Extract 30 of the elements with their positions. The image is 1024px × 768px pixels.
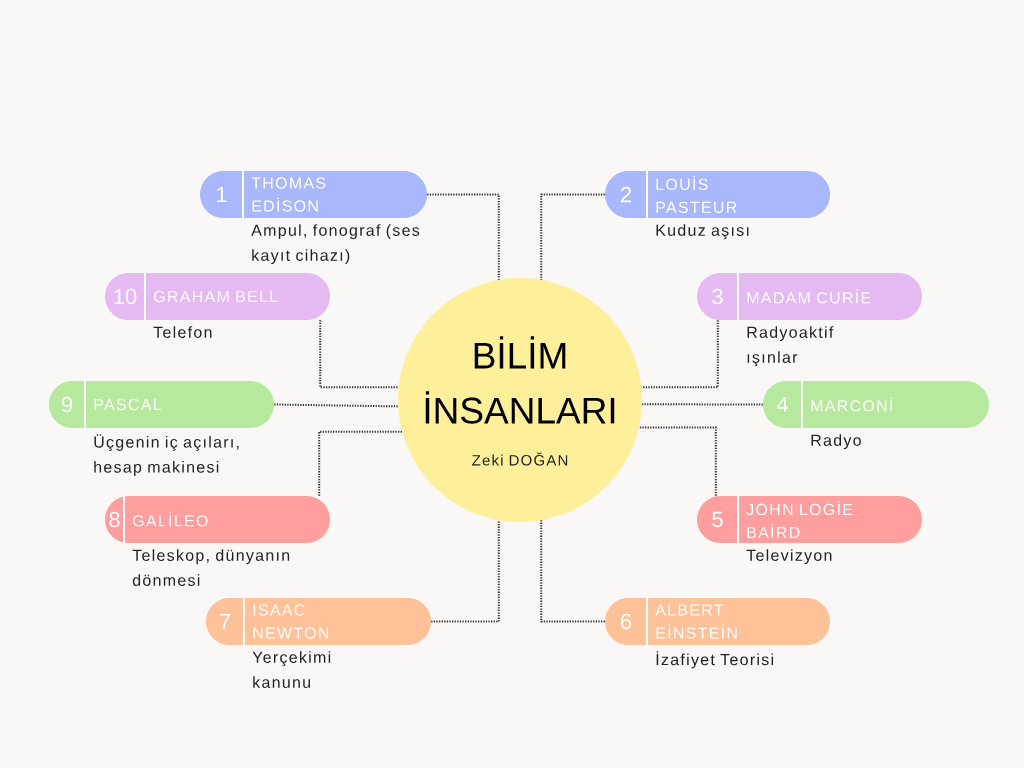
scientist-pill: 2 LOUİS PASTEUR <box>605 170 830 219</box>
description-text: Ampul, fonograf (ses kayıt cihazı) <box>251 224 420 265</box>
scientist-pill: 3 MADAM CURİE <box>697 272 922 321</box>
scientist-pill: 10 GRAHAM BELL <box>105 272 330 321</box>
dotted-connector <box>426 193 500 281</box>
dotted-connector <box>319 319 400 389</box>
dotted-connector <box>540 193 606 281</box>
description-text: Teleskop, dünyanın dönmesi <box>132 549 290 586</box>
scientist-pill: 4 MARCONİ <box>763 380 989 429</box>
description-text: İzafiyet Teorisi <box>656 651 773 669</box>
description-text: Telefon <box>153 326 212 338</box>
description-text: Radyoaktif ışınlar <box>747 326 834 367</box>
scientist-pill: 6 ALBERT EİNSTEİN <box>605 597 830 646</box>
scientist-pill: 8 GALİLEO <box>105 495 330 544</box>
scientist-pill: 5 JOHN LOGİE BAİRD <box>697 495 922 544</box>
description-text: Kuduz aşısı <box>656 224 749 240</box>
scientist-pill: 1 THOMAS EDİSON <box>200 170 427 219</box>
scientist-pill: 7 ISAAC NEWTON <box>206 597 431 646</box>
dotted-connector <box>540 519 606 623</box>
description-text: Radyo <box>811 434 861 450</box>
dotted-connector <box>641 403 764 406</box>
dotted-connector <box>273 403 399 408</box>
dotted-connector <box>318 430 403 497</box>
dotted-connector <box>430 519 500 623</box>
description-text: Televizyon <box>746 549 832 565</box>
dotted-connector <box>640 319 719 389</box>
scientist-pill: 9 PASCAL <box>49 380 274 429</box>
description-text: Yerçekimi kanunu <box>252 651 331 688</box>
dotted-connector <box>638 426 717 497</box>
description-text: Üçgenin iç açıları, hesap makinesi <box>94 434 239 476</box>
